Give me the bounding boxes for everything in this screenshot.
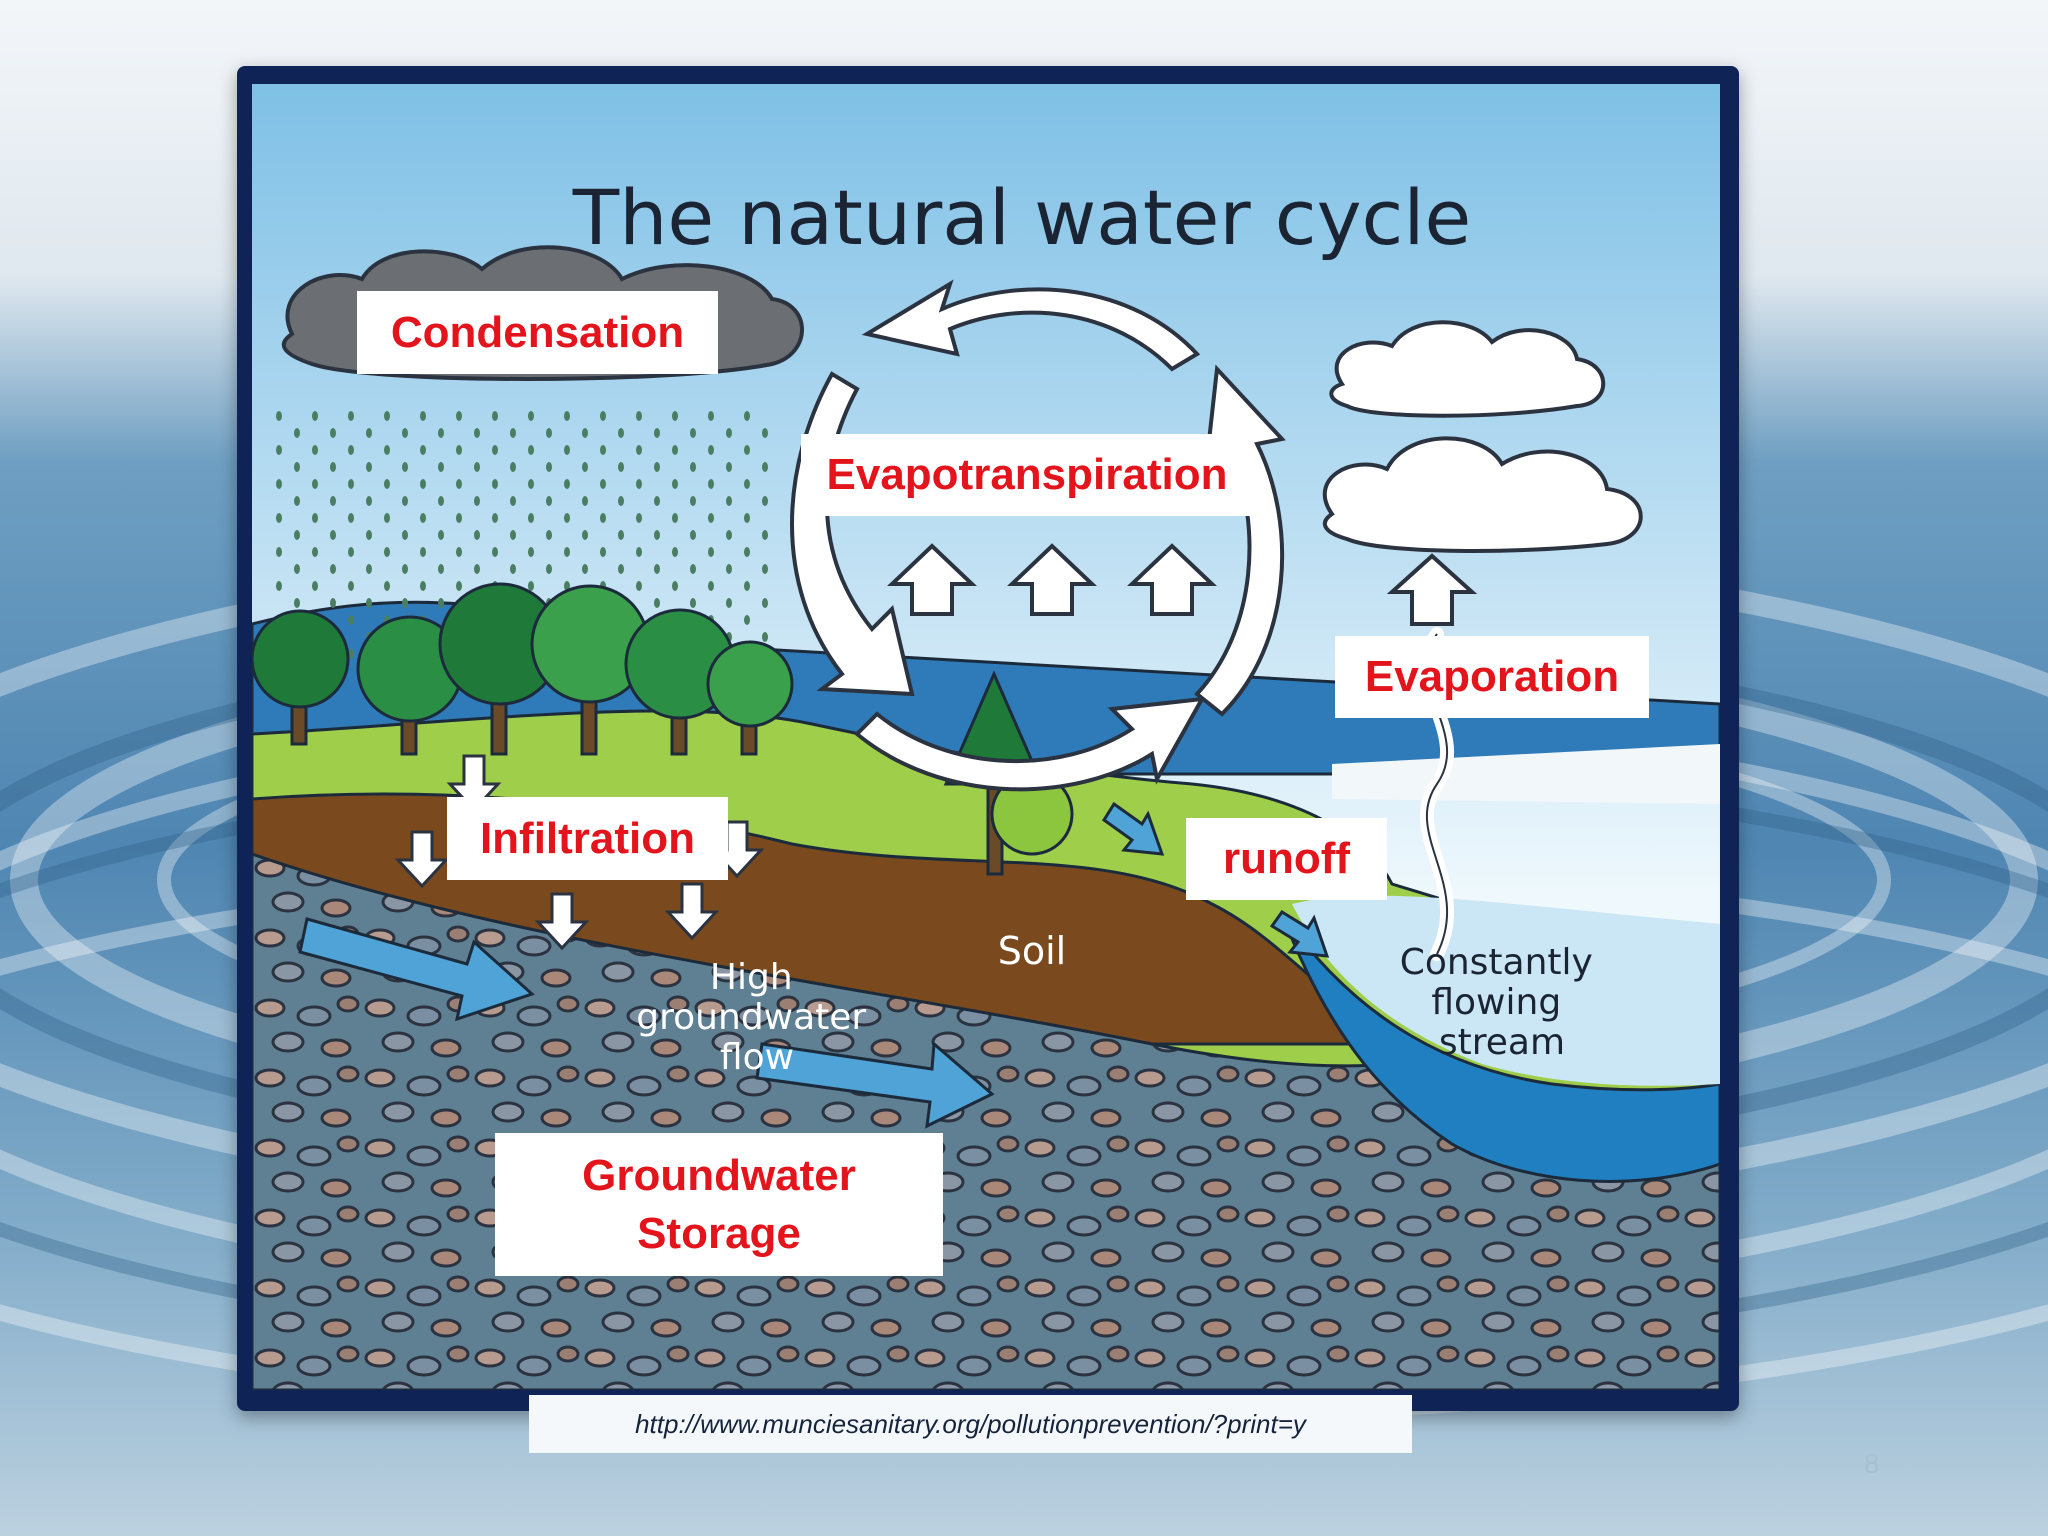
runoff-arrows — [1101, 801, 1330, 958]
groundwater-flow-arrows — [298, 917, 995, 1129]
groundwater-storage-label: Groundwater Storage — [495, 1133, 943, 1276]
infiltration-arrows — [394, 754, 765, 951]
soil-label: Soil — [998, 929, 1067, 973]
evaporation-label: Evaporation — [1335, 636, 1649, 718]
infiltration-label: Infiltration — [447, 797, 728, 880]
water-cycle-diagram: The natural water cycle Soil High ground… — [252, 84, 1720, 1390]
source-url[interactable]: http://www.munciesanitary.org/pollutionp… — [529, 1395, 1412, 1453]
slide-number: 8 — [1864, 1448, 1880, 1479]
stream — [1280, 913, 1720, 1183]
high-groundwater-flow-label: High groundwater flow — [636, 957, 877, 1078]
evapotranspiration-up-arrows — [886, 543, 1478, 626]
constantly-flowing-stream-label: Constantly flowing stream — [1400, 942, 1605, 1063]
groundwater-storage-line-1: Groundwater — [582, 1151, 856, 1201]
white-clouds — [1322, 320, 1643, 553]
diagram-title: The natural water cycle — [572, 173, 1471, 262]
evapotranspiration-label: Evapotranspiration — [801, 434, 1253, 516]
condensation-label: Condensation — [357, 291, 718, 374]
runoff-label: runoff — [1186, 818, 1387, 900]
groundwater-storage-line-2: Storage — [637, 1208, 801, 1258]
